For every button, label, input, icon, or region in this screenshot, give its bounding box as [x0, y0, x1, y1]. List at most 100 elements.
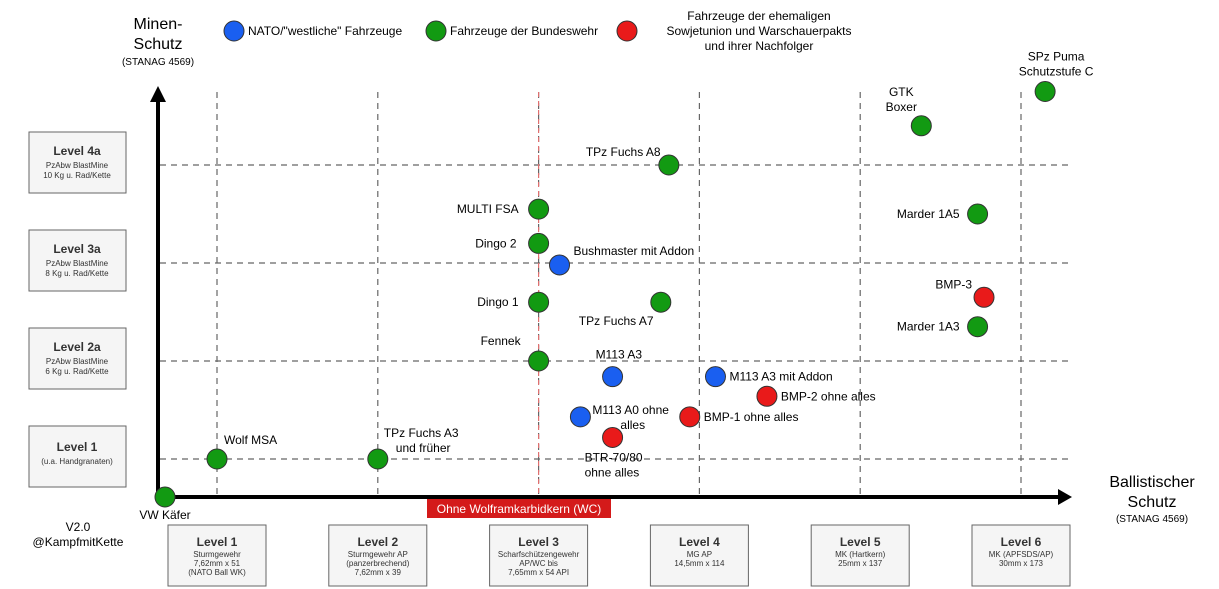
y-level-title: Level 1 — [57, 440, 98, 454]
x-axis-subtitle: (STANAG 4569) — [1116, 514, 1188, 525]
point-12: TPz Fuchs A7 — [579, 291, 672, 328]
point-label: M113 A3 mit Addon — [729, 370, 832, 384]
x-level-detail: MK (APFSDS/AP) — [989, 550, 1054, 559]
point-label: TPz Fuchs A3 — [384, 426, 459, 440]
x-level-detail: (panzerbrechend) — [346, 559, 409, 568]
legend-label: Fahrzeuge der ehemaligen — [687, 9, 830, 23]
legend-marker — [616, 20, 638, 42]
legend-label: Sowjetunion und Warschauerpakts — [667, 24, 852, 38]
footer-text: V2.0 — [66, 520, 91, 534]
point-marker — [528, 232, 550, 254]
x-axis-title: Schutz — [1128, 494, 1177, 511]
point-marker — [1034, 81, 1056, 102]
point-15: BMP-1 ohne alles — [679, 406, 799, 428]
point-label: Dingo 1 — [477, 295, 519, 309]
x-level-title: Level 4 — [679, 535, 720, 549]
y-level-detail: (u.a. Handgranaten) — [41, 457, 113, 466]
y-axis-title: Schutz — [134, 36, 183, 53]
point-marker — [756, 385, 778, 407]
point-18: Marder 1A5 — [897, 203, 989, 225]
x-level-box-5: Level 5MK (Hartkern)25mm x 137 — [810, 524, 910, 587]
x-level-detail: Sturmgewehr — [193, 550, 241, 559]
x-level-detail: Scharfschützengewehr — [498, 550, 580, 559]
axis-titles: Minen-Schutz(STANAG 4569)BallistischerSc… — [33, 16, 1196, 549]
legend-label: NATO/"westliche" Fahrzeuge — [248, 24, 402, 38]
point-marker — [650, 291, 672, 313]
point-label: Wolf MSA — [224, 433, 277, 447]
point-label: TPz Fuchs A7 — [579, 314, 654, 328]
point-label: BTR-70/80 — [585, 450, 643, 464]
x-level-detail: MG AP — [687, 550, 712, 559]
point-marker — [973, 286, 995, 308]
point-marker — [367, 448, 389, 470]
point-label: GTK — [889, 85, 914, 99]
legend-label: Fahrzeuge der Bundeswehr — [450, 24, 598, 38]
point-label: TPz Fuchs A8 — [586, 145, 661, 159]
point-label: M113 A3 — [596, 348, 643, 362]
point-marker — [704, 366, 726, 388]
y-level-detail: 6 Kg u. Rad/Kette — [45, 367, 109, 376]
point-4: Fennek — [481, 334, 550, 372]
y-level-title: Level 4a — [53, 144, 101, 158]
point-5: Dingo 1 — [477, 291, 550, 313]
point-label: Bushmaster mit Addon — [574, 244, 695, 258]
point-label: SPz Puma — [1028, 50, 1085, 64]
legend-marker — [425, 20, 447, 42]
x-level-detail: 7,62mm x 51 — [194, 559, 241, 568]
point-8: Bushmaster mit Addon — [549, 244, 695, 276]
legend: NATO/"westliche" Fahrzeuge Fahrzeuge der … — [223, 9, 852, 53]
point-label: BMP-3 — [935, 277, 972, 291]
point-label: und früher — [396, 441, 451, 455]
point-marker — [602, 366, 624, 388]
point-19: BMP-3 — [935, 277, 995, 308]
point-label: Marder 1A5 — [897, 207, 960, 221]
point-13: TPz Fuchs A8 — [586, 145, 680, 176]
y-level-box-frame — [28, 229, 127, 292]
y-level-box-frame — [28, 327, 127, 390]
x-level-title: Level 6 — [1001, 535, 1042, 549]
y-axis-subtitle: (STANAG 4569) — [122, 57, 194, 68]
x-level-detail: 30mm x 173 — [999, 559, 1044, 568]
point-label: Marder 1A3 — [897, 320, 960, 334]
legend-item-1: NATO/"westliche" Fahrzeuge — [223, 20, 402, 42]
point-label: BMP-1 ohne alles — [704, 410, 799, 424]
grid-lines — [160, 92, 1068, 497]
point-16: BMP-2 ohne alles — [756, 385, 876, 407]
y-level-detail: 8 Kg u. Rad/Kette — [45, 269, 109, 278]
point-marker — [569, 406, 591, 428]
point-label: alles — [620, 418, 645, 432]
point-marker — [528, 350, 550, 372]
x-level-title: Level 1 — [197, 535, 238, 549]
wc-label-text: Ohne Wolframkarbidkern (WC) — [437, 502, 601, 516]
x-level-box-frame — [489, 524, 589, 587]
y-level-box-1: Level 1 (u.a. Handgranaten) — [28, 425, 127, 488]
legend-marker — [223, 20, 245, 42]
point-2: Wolf MSA — [206, 433, 277, 470]
point-label: M113 A0 ohne — [592, 403, 669, 417]
point-9: M113 A3 — [596, 348, 643, 388]
point-label: Boxer — [886, 100, 917, 114]
x-level-box-frame — [649, 524, 749, 587]
point-label: Fennek — [481, 334, 522, 348]
x-level-box-frame — [810, 524, 910, 587]
point-label: ohne alles — [585, 465, 640, 479]
point-marker — [967, 316, 989, 338]
axes: Ohne Wolframkarbidkern (WC) — [150, 86, 1072, 518]
point-label: VW Käfer — [139, 508, 190, 522]
footer-text: @KampfmitKette — [33, 535, 124, 549]
y-level-detail: 10 Kg u. Rad/Kette — [43, 171, 111, 180]
point-label: Dingo 2 — [475, 236, 517, 250]
point-marker — [602, 426, 624, 448]
point-1: VW Käfer — [139, 486, 191, 522]
x-level-box-frame — [971, 524, 1071, 587]
